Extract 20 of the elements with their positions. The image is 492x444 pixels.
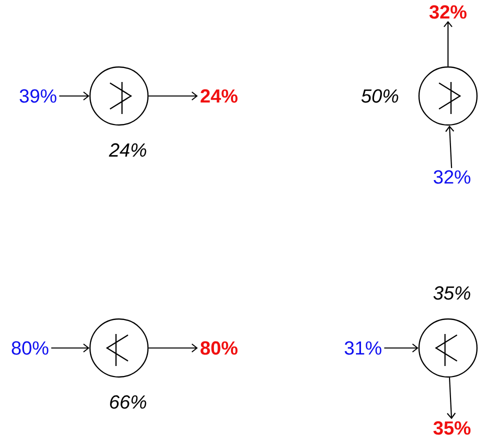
arrow: [444, 20, 452, 66]
arrow: [59, 92, 90, 100]
arrow: [148, 344, 198, 352]
arrow: [446, 378, 456, 420]
arrow: [51, 344, 90, 352]
percentage-label: 35%: [433, 421, 470, 435]
percentage-label: 24%: [108, 143, 146, 157]
percentage-label: 35%: [433, 286, 470, 300]
percentage-label: 31%: [344, 341, 382, 355]
percentage-label: 80%: [12, 341, 48, 355]
arrow: [384, 344, 418, 352]
percentage-label: 32%: [434, 170, 470, 184]
percentage-label: 80%: [200, 341, 238, 355]
percentage-label: 32%: [429, 5, 466, 19]
percentage-label: 66%: [110, 395, 146, 409]
percentage-label: 50%: [361, 89, 398, 103]
percentage-label: 24%: [200, 89, 238, 103]
percentage-label: 39%: [20, 89, 56, 103]
arrow: [445, 126, 454, 168]
arrow: [148, 92, 198, 100]
